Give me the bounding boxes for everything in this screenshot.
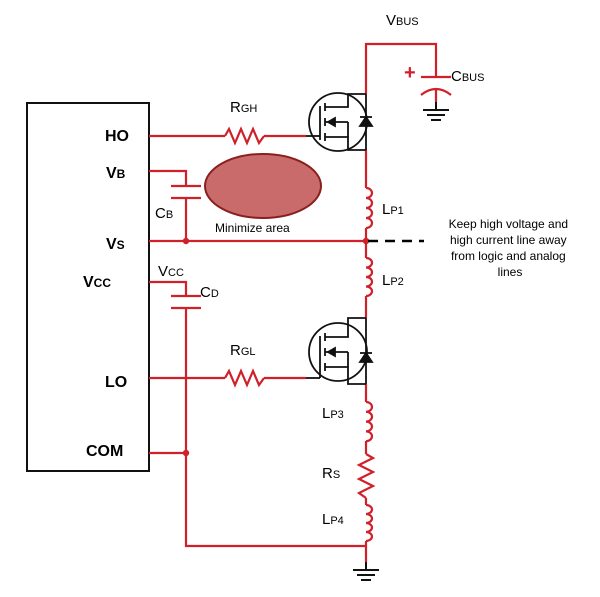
rgh-resistor xyxy=(224,126,265,146)
lp1-label: LP1 xyxy=(382,201,404,218)
lp3-inductor xyxy=(365,400,374,443)
ground-icon xyxy=(353,562,379,581)
lp4-inductor xyxy=(365,503,374,543)
junction-switch-node xyxy=(362,237,370,245)
minimize-area-loop xyxy=(204,153,322,219)
cbus-capacitor xyxy=(420,62,452,102)
rgl-resistor xyxy=(224,368,265,388)
cb-capacitor xyxy=(171,184,201,200)
cbus-polarity: + xyxy=(404,62,416,84)
rs-label: RS xyxy=(322,465,340,482)
lp3-label: LP3 xyxy=(322,405,344,422)
rgl-label: RGL xyxy=(230,342,256,359)
rgh-label: RGH xyxy=(230,99,257,116)
pin-com-label: COM xyxy=(86,443,123,460)
pin-vs-label: VS xyxy=(106,236,125,253)
cd-capacitor xyxy=(171,294,201,310)
high-side-mosfet xyxy=(306,92,374,152)
minimize-area-label: Minimize area xyxy=(215,221,290,235)
lp1-inductor xyxy=(365,186,374,230)
layout-guideline-note: Keep high voltage and high current line … xyxy=(449,217,572,279)
lp2-label: LP2 xyxy=(382,272,404,289)
rs-resistor xyxy=(356,453,376,499)
pin-vcc-label: VCC xyxy=(83,274,111,291)
pin-ho-label: HO xyxy=(105,128,129,145)
circuit-wiring xyxy=(149,42,438,562)
lp4-label: LP4 xyxy=(322,511,344,528)
lp2-inductor xyxy=(365,256,374,298)
cbus-label: CBUS xyxy=(451,68,484,85)
vcc-rail-label: VCC xyxy=(158,263,184,280)
pin-vb-label: VB xyxy=(106,165,126,182)
pin-lo-label: LO xyxy=(105,374,127,391)
junction-com xyxy=(182,449,190,457)
cd-label: CD xyxy=(200,284,219,301)
junction-cb-vs xyxy=(182,237,190,245)
vbus-label: VBUS xyxy=(386,12,419,29)
driver-ic-block xyxy=(26,102,150,472)
cb-label: CB xyxy=(155,205,173,222)
low-side-mosfet xyxy=(306,317,374,385)
cbus-ground-icon xyxy=(423,102,449,121)
